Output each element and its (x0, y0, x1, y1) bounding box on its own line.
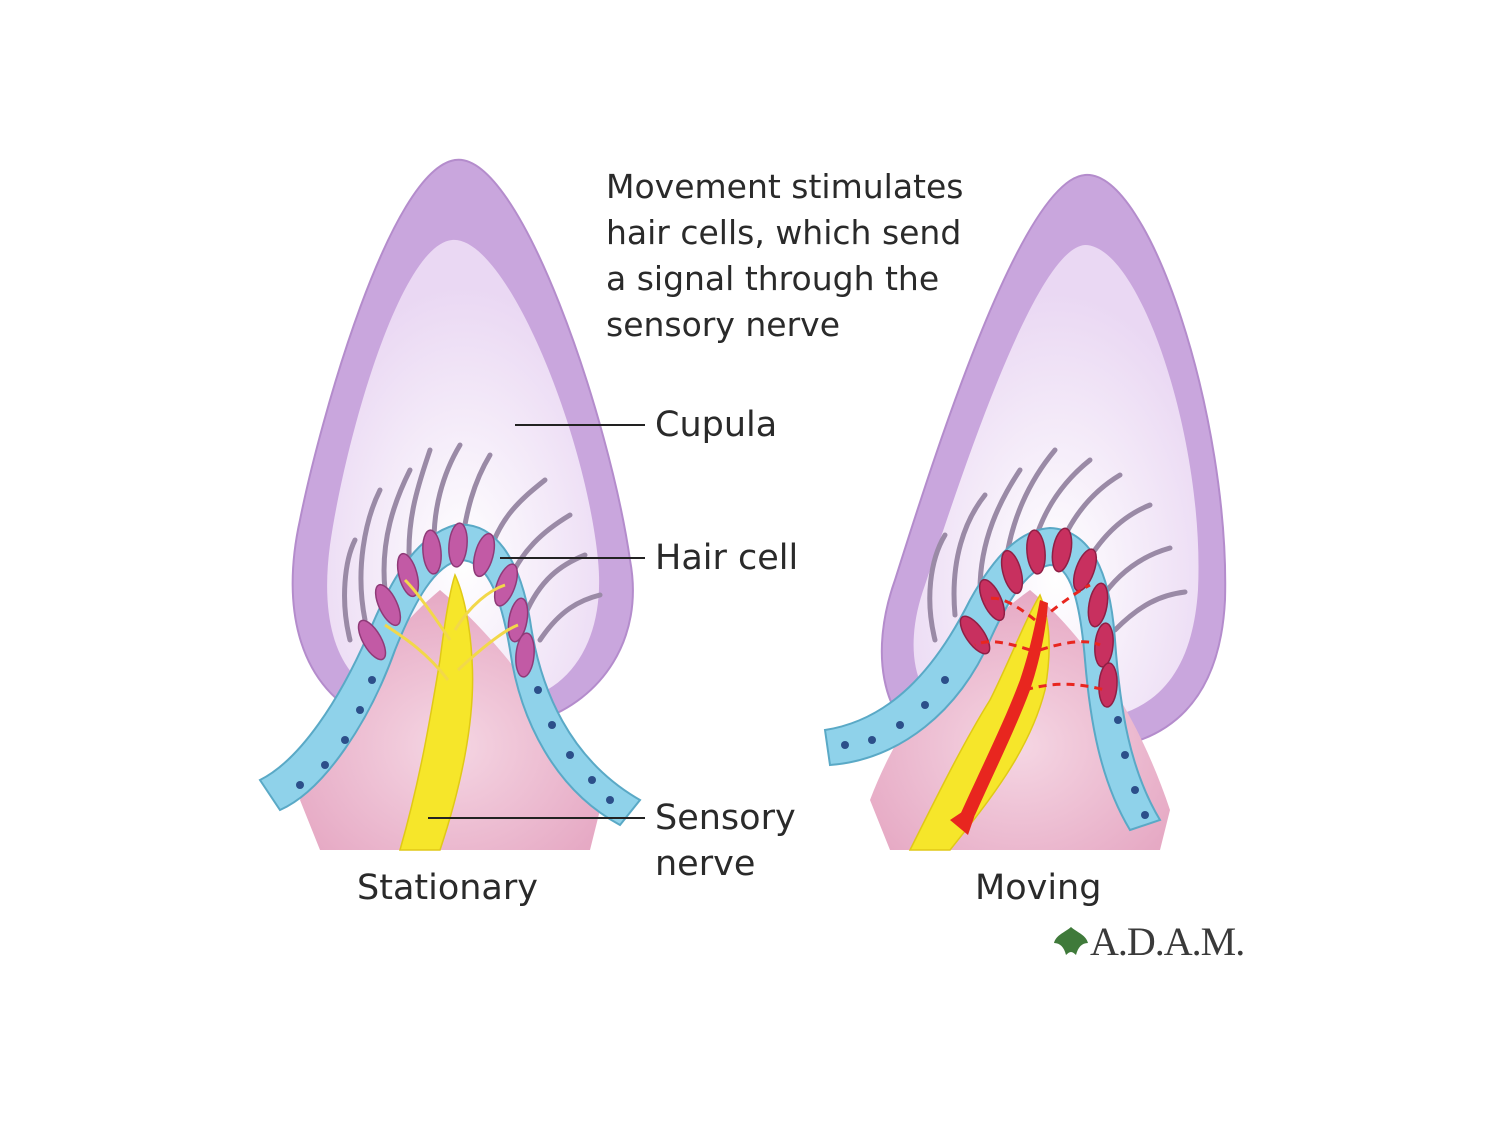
nerve-branches-left (384, 578, 519, 681)
logo-text: A.D.A.M. (1090, 919, 1245, 964)
label-hair-cell: Hair cell (655, 538, 799, 578)
hair-cells-left (357, 522, 535, 678)
hair-cells-right (959, 527, 1118, 708)
nuclei-left (296, 676, 614, 804)
epithelium-left (258, 523, 642, 827)
nuclei-right (841, 676, 1149, 819)
panel-label-stationary: Stationary (357, 868, 538, 908)
leader-lines (428, 424, 645, 819)
label-sensory-nerve-2: nerve (655, 844, 756, 884)
signal-arrowhead-right (950, 800, 980, 835)
headline-line-3: a signal through the (606, 259, 940, 298)
panel-label-moving: Moving (975, 868, 1102, 908)
headline-line-2: hair cells, which send (606, 213, 962, 252)
sensory-nerve-right (908, 593, 1050, 851)
label-cupula: Cupula (655, 405, 778, 445)
leaf-icon (1054, 926, 1088, 955)
headline-line-1: Movement stimulates (606, 167, 964, 206)
headline-line-4: sensory nerve (606, 305, 840, 344)
stationary-crista (258, 158, 642, 851)
moving-crista (823, 173, 1227, 851)
label-sensory-nerve-1: Sensory (655, 798, 796, 838)
signal-arrow-right (960, 600, 1048, 815)
signal-dashes-right (974, 583, 1106, 692)
adam-logo: A.D.A.M. (1052, 918, 1245, 965)
sensory-nerve-left (399, 572, 474, 851)
headline: Movement stimulates hair cells, which se… (606, 164, 1026, 348)
